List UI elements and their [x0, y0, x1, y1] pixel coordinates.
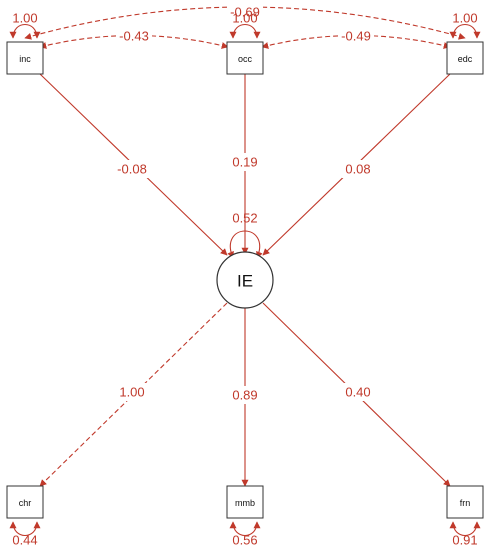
- variance-loop-chr: [9, 521, 41, 537]
- node-frn: [446, 485, 484, 519]
- variance-loop-ie: [227, 230, 263, 259]
- path-label-occ-to-ie: 0.19: [232, 155, 257, 170]
- node-label-frn: frn: [460, 498, 471, 508]
- variance-loop-inc: [9, 23, 41, 39]
- node-inc: [6, 41, 44, 75]
- variance-label-edc: 1.00: [452, 11, 477, 26]
- variance-label-frn: 0.91: [452, 533, 477, 548]
- node-label-occ: occ: [238, 54, 253, 64]
- node-edc: [446, 41, 484, 75]
- covariance-label-occ-edc: -0.49: [341, 29, 371, 44]
- path-label-ie-to-chr: 1.00: [119, 385, 144, 400]
- path-label-inc-to-ie: -0.08: [117, 162, 147, 177]
- variance-label-inc: 1.00: [12, 11, 37, 26]
- node-latent-ie: [216, 251, 274, 309]
- node-label-edc: edc: [458, 54, 473, 64]
- variance-label-ie: 0.52: [232, 211, 257, 226]
- node-label-chr: chr: [19, 498, 32, 508]
- node-chr: [6, 485, 44, 519]
- node-label-mmb: mmb: [235, 498, 255, 508]
- path-label-ie-to-frn: 0.40: [345, 385, 370, 400]
- node-occ: [226, 41, 264, 75]
- node-label-ie: IE: [237, 272, 253, 291]
- node-mmb: [226, 485, 264, 519]
- variance-loop-frn: [449, 521, 481, 537]
- variance-loop-occ: [229, 23, 261, 39]
- path-label-edc-to-ie: 0.08: [345, 162, 370, 177]
- covariance-label-inc-occ: -0.43: [119, 29, 149, 44]
- variance-loop-mmb: [229, 521, 261, 537]
- variance-loop-edc: [449, 23, 481, 39]
- variance-label-occ: 1.00: [232, 11, 257, 26]
- path-label-ie-to-mmb: 0.89: [232, 388, 257, 403]
- node-label-inc: inc: [19, 54, 31, 64]
- variance-label-chr: 0.44: [12, 533, 37, 548]
- variance-label-mmb: 0.56: [232, 533, 257, 548]
- covariance-label-inc-edc: -0.69: [230, 5, 260, 20]
